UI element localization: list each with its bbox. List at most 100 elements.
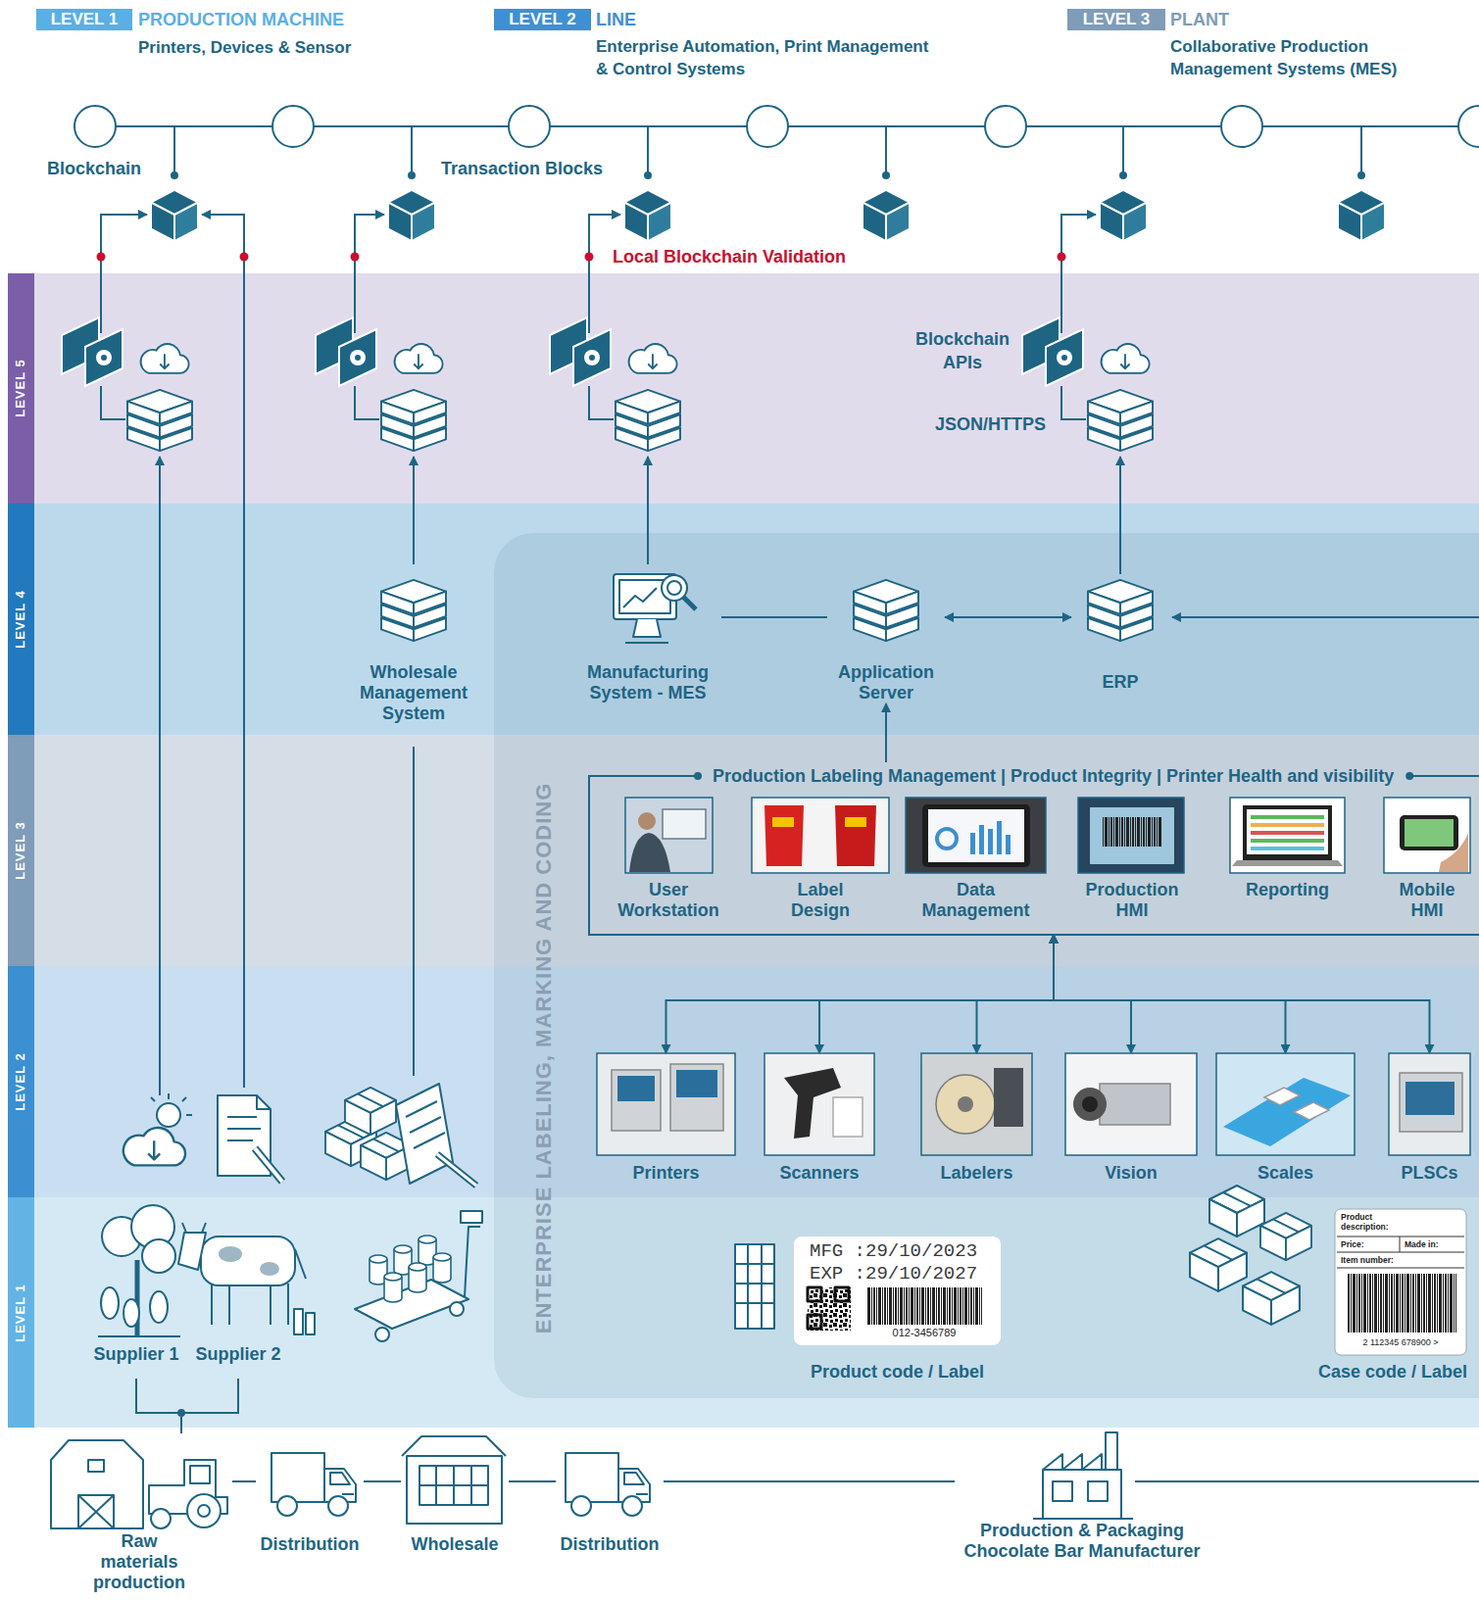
supplier-illustration [200,1236,296,1286]
server-cluster [394,344,444,374]
device-node: PLSCs [1388,1053,1471,1184]
supplier-illustration [123,1128,186,1166]
level-bands [7,503,35,736]
strip-item: Production HMI [1077,797,1187,922]
connector [1053,935,1286,1054]
strip-photo [1404,819,1454,847]
barcode-number: 2 112345 678900 > [1336,1337,1465,1349]
supplier-illustration [294,1309,303,1335]
node-caption: Mobile HMI [1388,880,1466,922]
region-panel [493,533,1479,1399]
strip-photo [979,825,985,855]
blockchain-chain [643,171,652,180]
connector [1053,935,1132,1054]
supply-chain-illustration [419,1466,489,1506]
strip-photo [844,817,867,828]
device-photo [957,1096,974,1113]
validation-line [589,776,1479,936]
node-caption: Wholesale [400,1534,509,1556]
strip-photo [662,809,706,839]
strip-photo [751,797,889,874]
connector [663,1480,955,1483]
supply-chain-illustration [401,1436,506,1457]
label-illustration [735,1244,775,1330]
chain-node: Wholesale [400,1433,509,1556]
api-label: JSON/HTTPS [935,412,1046,437]
transaction-block [1100,191,1146,241]
blockchain-chain [272,105,314,148]
server-cluster [549,317,611,387]
chain-node: Production & Packaging Chocolate Bar Man… [954,1429,1210,1563]
server-cluster [141,344,190,374]
supplier-illustration [123,1299,140,1328]
supplier-illustration [408,1263,427,1293]
mes-icon [682,595,696,610]
strip-item: User Workstation [607,797,730,922]
mes-icon [623,588,657,608]
label-illustration [1336,1236,1465,1269]
supplier-illustration [211,1283,289,1326]
transaction-block [1338,191,1384,241]
strip-photo [1399,815,1459,851]
supplier-illustration [437,1154,477,1186]
supply-chain-illustration [1033,1518,1134,1521]
blockchain-chain [407,171,416,180]
connector [944,616,1072,619]
node-caption: Supplier 1 [89,1344,184,1366]
node-caption: Production & Packaging Chocolate Bar Man… [954,1521,1210,1563]
supplier-node: Supplier 1 [89,1209,184,1380]
connector [508,1480,556,1483]
blockchain-chain [170,171,179,180]
device-photo [1065,1053,1197,1156]
strip-photo [987,829,993,855]
supplier-illustration [384,1273,402,1303]
validation-line [201,214,245,1088]
device-photo [833,1097,863,1137]
blockchain-chain [1458,105,1479,148]
device-node: Scales [1216,1053,1355,1184]
validation-line [646,456,649,565]
strip-item: Mobile HMI [1383,797,1471,922]
device-photo [676,1070,718,1098]
supplier-illustration [345,1087,396,1135]
label-illustration [1209,1185,1265,1237]
server-cluster [61,317,1153,451]
label-illustration [735,1185,1467,1356]
strip-photo [970,821,1011,855]
validation-label: Local Blockchain Validation [612,245,846,269]
server-cluster [629,344,678,374]
validation-line [412,456,415,565]
label-caption: Product code / Label [793,1362,1001,1383]
validation-line [412,746,415,1077]
connector [721,616,828,619]
connector [363,1480,401,1483]
blockchain-chain [1357,171,1366,180]
connector [136,1379,182,1434]
chain-node: Raw materials production [46,1433,233,1594]
validation-dot [585,252,594,262]
strip-photo [772,817,794,828]
validation-line [1172,616,1479,619]
device-node: Vision [1065,1053,1197,1184]
node-caption: Printers [596,1163,736,1184]
strip-photo [936,829,957,849]
strip-photo [1005,835,1011,855]
strip-heading: Production Labeling Management | Product… [712,764,1394,789]
chain-node: Distribution [555,1433,664,1556]
supply-chain-illustration [419,1466,489,1506]
supply-chain-illustration [50,1432,1134,1529]
supply-chain-illustration [150,1509,171,1529]
server-icon [381,580,1153,641]
connector [232,1480,256,1483]
supply-chain-illustration [1042,1470,1122,1520]
supplier-illustration [178,1232,206,1271]
node-caption: PLSCs [1388,1163,1471,1184]
server-cluster [1022,317,1084,387]
device-photo [921,1053,1033,1156]
supplier-illustration [100,1287,119,1320]
strip-photo [1438,833,1469,873]
supplier-illustration [464,1227,481,1298]
device-photo [1293,1102,1330,1121]
supplier-illustration [460,1211,483,1224]
label-illustration [735,1244,775,1330]
